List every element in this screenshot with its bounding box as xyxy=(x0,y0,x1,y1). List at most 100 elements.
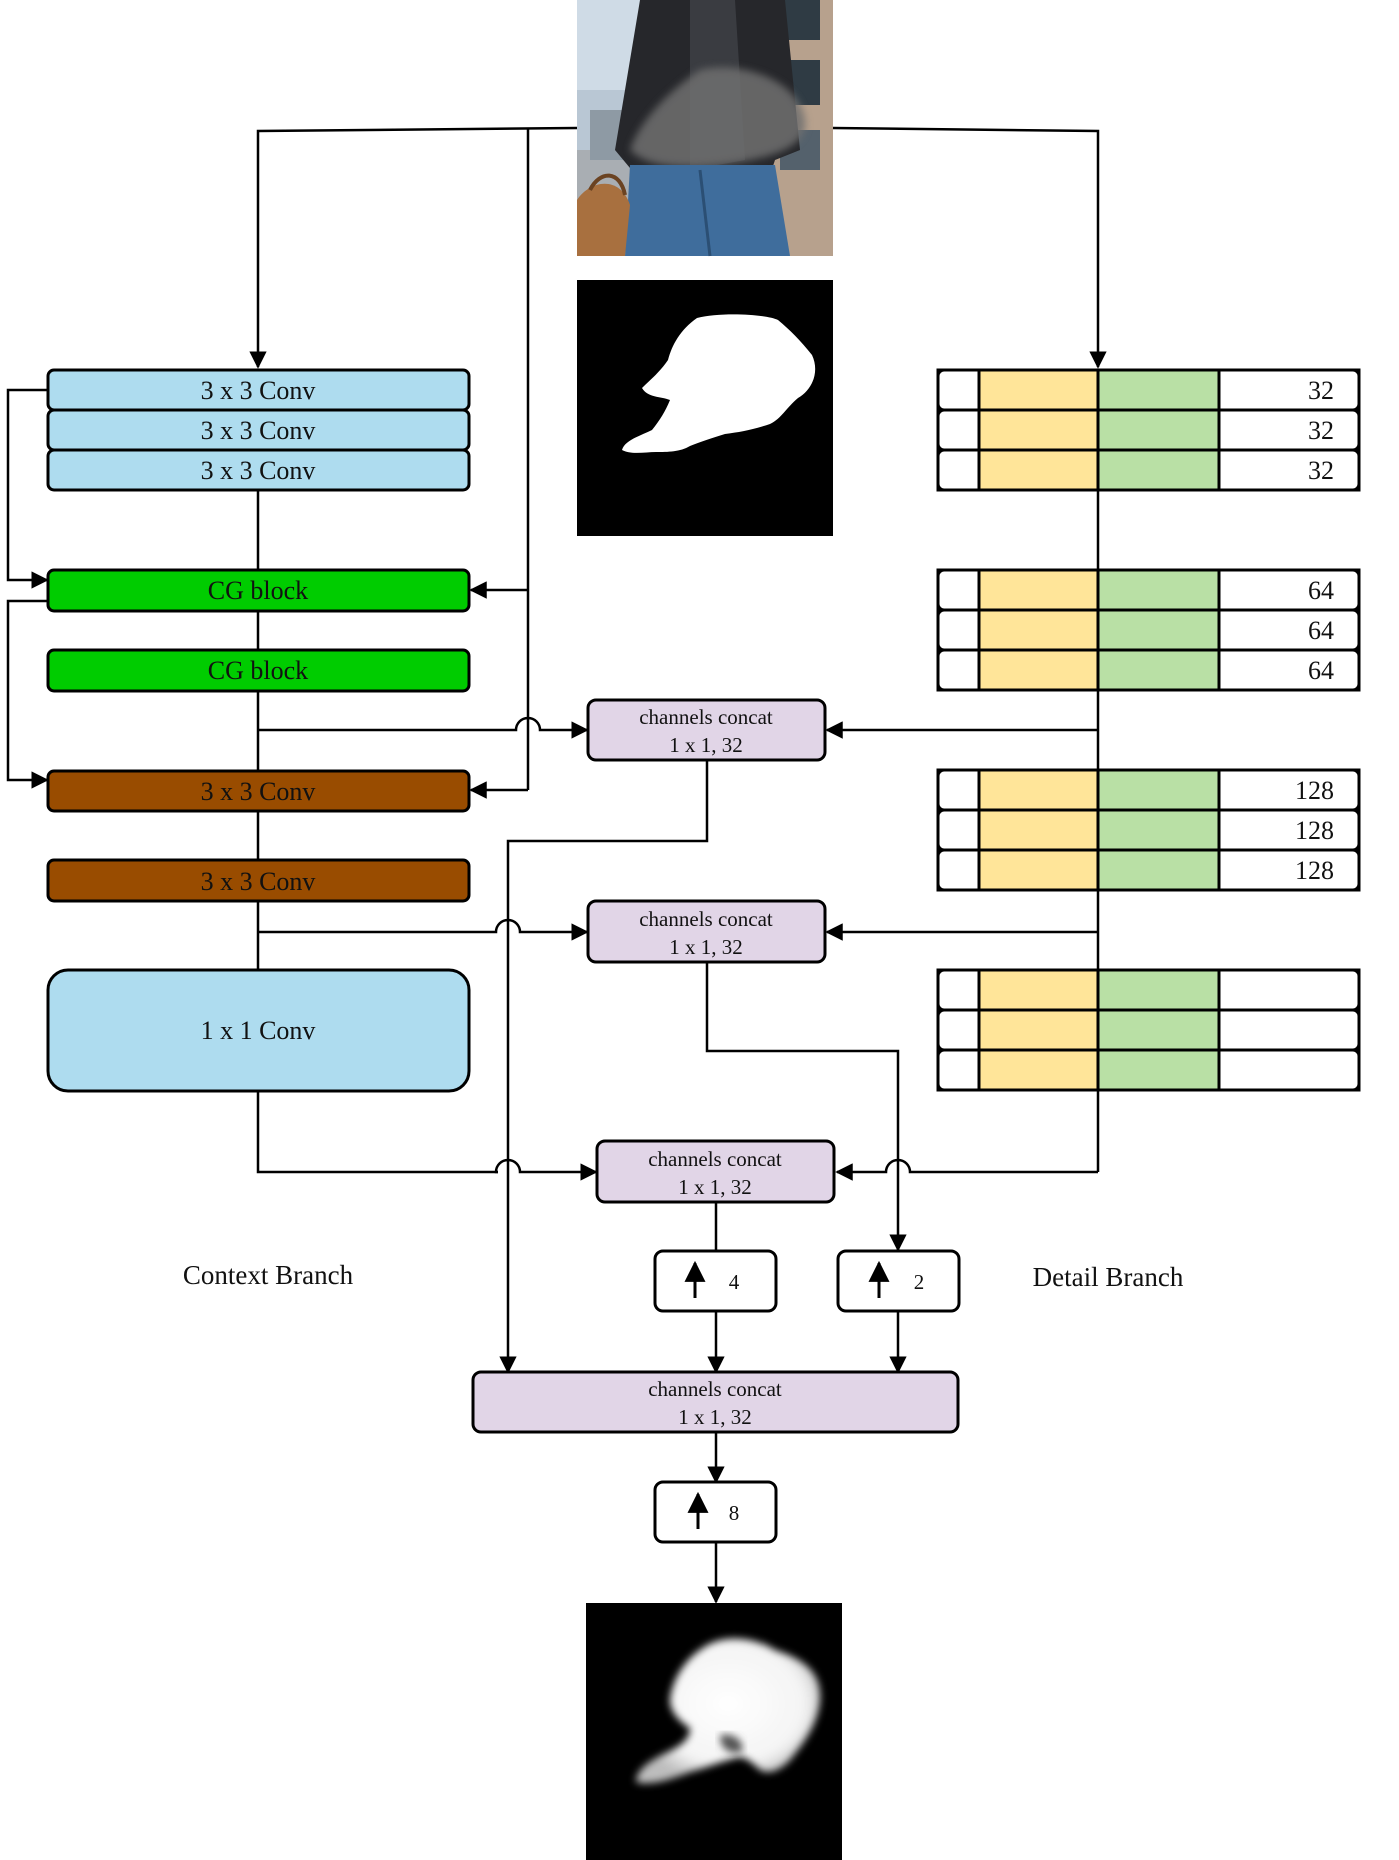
detail-row: 128 xyxy=(936,768,1361,812)
detail-row-cell xyxy=(1096,848,1221,892)
detail-row-cell xyxy=(977,848,1100,892)
detail-row-cell xyxy=(1217,848,1361,892)
conv3x3-label-1: 3 x 3 Conv xyxy=(201,376,316,405)
detail-row-cell xyxy=(1096,968,1221,1012)
detail-row-cell xyxy=(977,768,1100,812)
detail-row-cell xyxy=(1096,808,1221,852)
detail-row-cell xyxy=(1217,648,1361,692)
detail-row-cell xyxy=(936,448,981,492)
detail-row-cell xyxy=(1217,608,1361,652)
context-branch: 3 x 3 Conv 3 x 3 Conv 3 x 3 Conv CG bloc… xyxy=(46,368,471,1290)
detail-row-cell xyxy=(1096,448,1221,492)
detail-row-cell xyxy=(977,408,1100,452)
detail-row-cell xyxy=(936,1048,981,1092)
concat-label-final-a: channels concat xyxy=(648,1377,782,1401)
detail-row-cell xyxy=(977,568,1100,612)
detail-row-outline xyxy=(936,448,1361,492)
concat-label-2b: 1 x 1, 32 xyxy=(669,935,743,959)
detail-row-cell xyxy=(1217,1048,1361,1092)
detail-row-cell xyxy=(936,568,981,612)
detail-row-cell xyxy=(977,1008,1100,1052)
detail-row: 32 xyxy=(936,448,1361,492)
detail-row-cell xyxy=(1096,648,1221,692)
detail-row-cell xyxy=(1096,608,1221,652)
detail-row-cell xyxy=(977,608,1100,652)
detail-channel-count: 128 xyxy=(1295,816,1334,845)
detail-channel-count: 64 xyxy=(1308,656,1334,685)
detail-row-cell xyxy=(1096,568,1221,612)
detail-row-cell xyxy=(936,368,981,412)
detail-row-cell xyxy=(1096,408,1221,452)
detail-channel-count: 32 xyxy=(1308,376,1334,405)
detail-row-outline xyxy=(936,848,1361,892)
conv3x3-brown-label-2: 3 x 3 Conv xyxy=(201,867,316,896)
detail-row-cell xyxy=(977,1048,1100,1092)
detail-row-outline xyxy=(936,648,1361,692)
connection-lines xyxy=(6,126,1107,1604)
conv3x3-brown-block-2 xyxy=(46,858,471,903)
detail-row: 64 xyxy=(936,608,1361,652)
mask-image xyxy=(577,280,833,536)
conv3x3-block-3 xyxy=(46,448,471,492)
detail-row: 128 xyxy=(936,848,1361,892)
detail-row xyxy=(936,1048,1361,1092)
concat-label-3a: channels concat xyxy=(648,1147,782,1171)
context-branch-label: Context Branch xyxy=(183,1260,354,1290)
detail-row-cell xyxy=(936,408,981,452)
detail-row-cell xyxy=(936,608,981,652)
concat-label-1a: channels concat xyxy=(639,705,773,729)
concat-label-1b: 1 x 1, 32 xyxy=(669,733,743,757)
detail-row-cell xyxy=(936,848,981,892)
cg-block-2 xyxy=(46,648,471,693)
detail-row xyxy=(936,968,1361,1012)
concat-box-final xyxy=(471,1370,960,1434)
concat-box-1 xyxy=(586,698,827,762)
detail-row-cell xyxy=(1217,968,1361,1012)
detail-row-cell xyxy=(1217,1008,1361,1052)
concat-box-2 xyxy=(586,899,827,964)
detail-row-cell xyxy=(1217,368,1361,412)
detail-channel-count: 128 xyxy=(1295,856,1334,885)
conv3x3-brown-label-1: 3 x 3 Conv xyxy=(201,777,316,806)
detail-row-cell xyxy=(936,648,981,692)
detail-row-cell xyxy=(1217,808,1361,852)
upsample-box-4 xyxy=(653,1249,778,1313)
detail-channel-count: 128 xyxy=(1295,776,1334,805)
concat-label-2a: channels concat xyxy=(639,907,773,931)
cg-block-1 xyxy=(46,568,471,613)
detail-channel-count: 64 xyxy=(1308,576,1334,605)
upsample-label-4: 4 xyxy=(729,1270,740,1294)
detail-row-cell xyxy=(977,448,1100,492)
concat-box-3 xyxy=(595,1139,836,1204)
detail-row-cell xyxy=(936,768,981,812)
conv1x1-block xyxy=(46,968,471,1093)
conv3x3-label-2: 3 x 3 Conv xyxy=(201,416,316,445)
cg-block-label-1: CG block xyxy=(208,576,308,605)
concat-label-3b: 1 x 1, 32 xyxy=(678,1175,752,1199)
concat-label-final-b: 1 x 1, 32 xyxy=(678,1405,752,1429)
conv3x3-label-3: 3 x 3 Conv xyxy=(201,456,316,485)
upsample-box-8 xyxy=(653,1480,778,1544)
detail-branch-label: Detail Branch xyxy=(1033,1262,1184,1292)
output-image xyxy=(586,1603,842,1860)
detail-row-cell xyxy=(936,808,981,852)
detail-row-cell xyxy=(977,368,1100,412)
detail-row-cell xyxy=(1096,1008,1221,1052)
upsample-label-2: 2 xyxy=(914,1270,925,1294)
detail-row: 64 xyxy=(936,648,1361,692)
detail-row: 32 xyxy=(936,368,1361,412)
upsample-box-2 xyxy=(836,1249,961,1313)
detail-row-cell xyxy=(1096,768,1221,812)
detail-row-cell xyxy=(936,1008,981,1052)
fusion-module: channels concat 1 x 1, 32 channels conca… xyxy=(471,698,961,1544)
conv1x1-label: 1 x 1 Conv xyxy=(201,1016,316,1045)
detail-channel-count: 64 xyxy=(1308,616,1334,645)
detail-branch: 32 32 32 64 64 64 128 128 128 xyxy=(936,368,1361,1092)
detail-row-cell xyxy=(936,968,981,1012)
detail-row-cell xyxy=(1217,448,1361,492)
detail-channel-count: 32 xyxy=(1308,416,1334,445)
detail-row: 32 xyxy=(936,408,1361,452)
upsample-label-8: 8 xyxy=(729,1501,740,1525)
detail-row-cell xyxy=(977,648,1100,692)
